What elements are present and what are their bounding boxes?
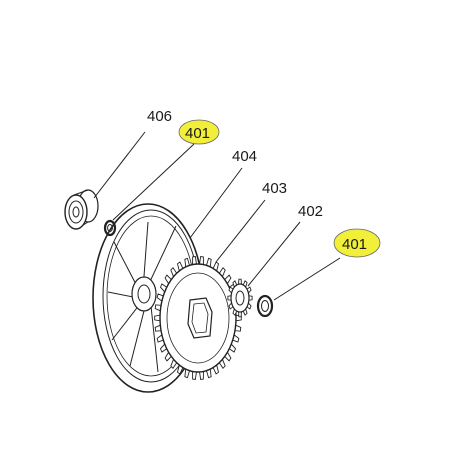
leader-lines (93, 131, 341, 301)
callout-404: 404 (232, 148, 257, 165)
small-gear-teeth (227, 278, 253, 318)
highlight-oval (178, 119, 220, 145)
large-gear (154, 256, 242, 380)
callout-404-text: 404 (232, 148, 257, 165)
callout-403: 403 (262, 180, 287, 197)
callout-401-lower: 401 (333, 228, 381, 258)
callout-401-upper-text: 401 (185, 125, 210, 142)
small-gear-tooth-ring (227, 278, 253, 318)
callout-402-text: 402 (298, 203, 323, 220)
callout-406: 406 (147, 108, 172, 125)
small-gear (227, 278, 253, 318)
callout-406-text: 406 (147, 108, 172, 125)
callout-402: 402 (298, 203, 323, 220)
gear-tooth-ring (154, 256, 242, 380)
retaining-ring-upper (103, 219, 117, 237)
callout-401-upper: 401 (178, 119, 220, 145)
callout-403-text: 403 (262, 180, 287, 197)
highlight-oval (333, 228, 381, 258)
retaining-ring-lower (256, 294, 274, 318)
ball-bearing (64, 189, 99, 230)
large-gear-teeth (154, 256, 242, 380)
callout-401-lower-text: 401 (342, 236, 367, 253)
